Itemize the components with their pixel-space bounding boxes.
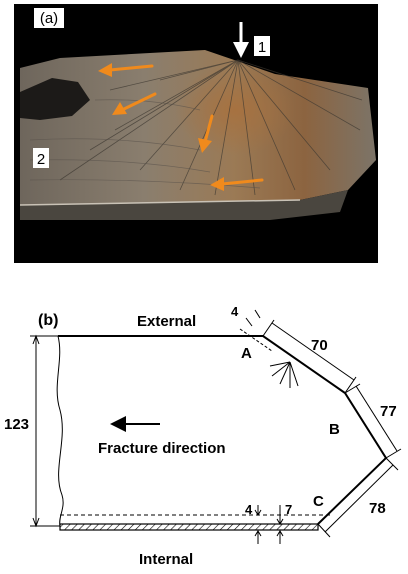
- orange-arrow-icon: [198, 114, 214, 153]
- notch-dimension: [245, 309, 261, 327]
- orange-arrow-icon: [98, 63, 154, 77]
- bevel-top-dimension: [262, 319, 357, 394]
- layer-dimension: [254, 505, 284, 544]
- point-a-label: A: [241, 345, 252, 362]
- notch-dashed-line: [239, 328, 273, 352]
- orange-arrows: [98, 63, 264, 191]
- dim-side-label: 77: [380, 403, 397, 420]
- external-label: External: [137, 313, 196, 330]
- orange-arrow-icon: [210, 177, 264, 191]
- marker-1-label: 1: [258, 39, 266, 56]
- internal-layer: [59, 523, 319, 531]
- point-c-label: C: [313, 493, 324, 510]
- panel-b-drawing: (b) 123: [4, 304, 402, 568]
- specimen-lower-edge: [20, 190, 348, 220]
- marker-1-box: [254, 36, 270, 56]
- origin-arrow-icon: [233, 22, 249, 58]
- dim-bevel-bottom-label: 78: [369, 500, 386, 517]
- fracture-direction-label: Fracture direction: [98, 440, 226, 457]
- dark-cavity: [20, 78, 90, 120]
- orange-arrow-icon: [112, 92, 157, 115]
- dim-layer-4-label: 4: [245, 502, 253, 517]
- rust-zone: [175, 65, 295, 155]
- photo-label-box: [34, 8, 64, 28]
- marker-2-box: [33, 148, 49, 168]
- dim-layer-7-label: 7: [285, 502, 292, 517]
- break-line: [56, 335, 64, 527]
- panel-b-label: (b): [38, 312, 58, 329]
- edge-highlight: [19, 199, 301, 206]
- dim-height-label: 123: [4, 416, 29, 433]
- point-b-label: B: [329, 421, 340, 438]
- chevron-fan: [269, 361, 299, 388]
- height-dimension: [30, 334, 60, 528]
- marker-2-label: 2: [37, 151, 45, 168]
- side-dimension: [344, 383, 402, 459]
- bevel-bottom-dimension: [317, 457, 399, 538]
- layer-texture: [29, 99, 261, 189]
- dim-notch-top-label: 4: [231, 304, 239, 319]
- panel-a-photo: (a) 1 2: [14, 4, 378, 263]
- panel-a-label: (a): [40, 10, 58, 27]
- internal-label: Internal: [139, 551, 193, 568]
- dim-bevel-top-label: 70: [311, 337, 328, 354]
